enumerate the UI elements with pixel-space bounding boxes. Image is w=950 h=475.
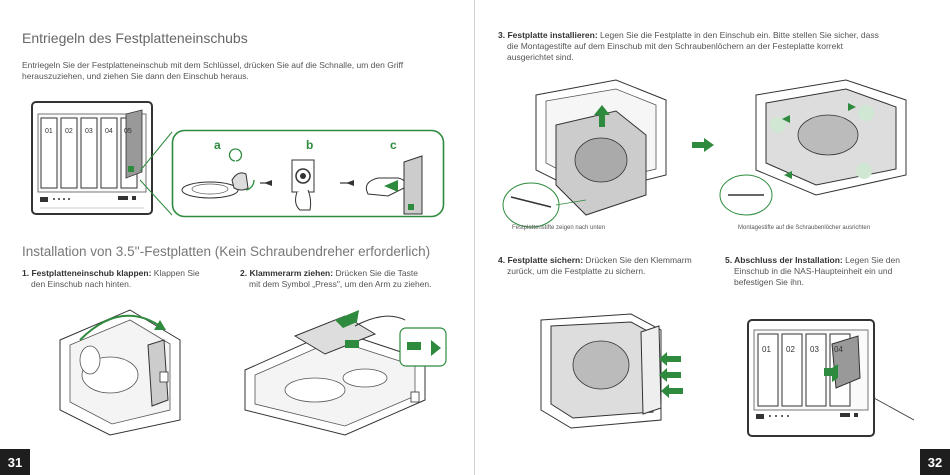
up-arrow-icon [594, 105, 610, 115]
bay-label-02: 02 [65, 128, 73, 135]
pull-handle-icon [365, 155, 423, 215]
step-c-label: c [390, 138, 397, 152]
page-title: Entriegeln des Festplatteneinschubs [22, 30, 248, 46]
step-a-label: a [214, 138, 221, 152]
step-2-label: 2. Klammerarm ziehen: [240, 268, 334, 278]
push-arrow-icon-2 [659, 368, 667, 382]
page-number: 31 [0, 449, 30, 475]
step-2-text-2: mit dem Symbol „Press", um den Arm zu zi… [249, 279, 432, 289]
bay-label-01: 01 [45, 128, 53, 135]
caption-pins-down: Festplattenstifte zeigen nach unten [512, 225, 606, 231]
step-3-label: 3. Festplatte installieren: [498, 30, 598, 40]
step-2: 2. Klammerarm ziehen: Drücken Sie die Ta… [240, 268, 465, 290]
press-button-icon [291, 159, 315, 211]
step-1-text-1: Klappen Sie [153, 268, 200, 278]
final-bay-label-01: 01 [762, 345, 771, 354]
step-4-heading: 4. Festplatte sichern: Drücken Sie den K… [498, 255, 692, 265]
page-31: Entriegeln des Festplatteneinschubs Entr… [0, 0, 474, 475]
step-2-heading: 2. Klammerarm ziehen: Drücken Sie die Ta… [240, 268, 418, 278]
step-5-label: 5. Abschluss der Installation: [725, 255, 843, 265]
flip-arrow-icon [154, 320, 166, 330]
bay-label-04: 04 [105, 128, 113, 135]
arrow-b-to-c [346, 180, 354, 186]
key-icon [181, 148, 255, 199]
clamp-arm-illustration [244, 310, 447, 436]
step-5-text-3: befestigen Sie ihn. [734, 277, 804, 287]
step-4: 4. Festplatte sichern: Drücken Sie den K… [498, 255, 708, 277]
page-number: 32 [920, 449, 950, 475]
final-bay-label-03: 03 [810, 345, 819, 354]
step-2-text-1: Drücken Sie die Taste [335, 268, 418, 278]
arrow-a-to-b [264, 180, 272, 186]
hdd-aligned-illustration [719, 79, 907, 216]
step-3: 3. Festplatte installieren: Legen Sie di… [498, 30, 928, 63]
callout-lines [139, 131, 173, 216]
section-title: Installation von 3.5''-Festplatten (Kein… [22, 244, 431, 259]
nas-unit-illustration: 01 02 03 04 05 [31, 101, 153, 215]
push-arrow-icon-1 [659, 352, 667, 366]
tray-flip-illustration [59, 309, 181, 436]
step-4-text-1: Drücken Sie den Klemmarm [585, 255, 692, 265]
final-bay-label-02: 02 [786, 345, 795, 354]
step-5-heading: 5. Abschluss der Installation: Legen Sie… [725, 255, 900, 265]
step-1-text-2: den Einschub nach hinten. [31, 279, 132, 289]
step-1-heading: 1. Festplatteneinschub klappen: Klappen … [22, 268, 200, 278]
step-1-label: 1. Festplatteneinschub klappen: [22, 268, 152, 278]
step-3-heading: 3. Festplatte installieren: Legen Sie di… [498, 30, 879, 40]
nas-drive-bays [40, 109, 143, 189]
step-5-text-2: Einschub in die NAS-Haupteinheit ein und [734, 266, 893, 276]
step-3-text-1: Legen Sie die Festplatte in den Einschub… [600, 30, 879, 40]
hdd-secure-illustration [540, 313, 683, 429]
intro-paragraph: Entriegeln Sie der Festplatteneinschub m… [22, 60, 462, 82]
step-3-text-3: ausgerichtet sind. [507, 52, 574, 62]
intro-line-1: Entriegeln Sie der Festplatteneinschub m… [22, 60, 404, 70]
step-1: 1. Festplatteneinschub klappen: Klappen … [22, 268, 222, 290]
caption-align-pins: Montagestifte auf die Schraubenlöcher au… [738, 225, 871, 231]
final-bay-label-04: 04 [834, 345, 843, 354]
page-32: 3. Festplatte installieren: Legen Sie di… [476, 0, 950, 475]
step-3-text-2: die Montagestifte auf dem Einschub mit d… [507, 41, 843, 51]
step-5: 5. Abschluss der Installation: Legen Sie… [725, 255, 935, 288]
transition-arrow-icon [692, 138, 714, 152]
page-divider [474, 0, 475, 475]
step-b-label: b [306, 138, 313, 152]
step-4-text-2: zurück, um die Festplatte zu sichern. [507, 266, 646, 276]
step-4-label: 4. Festplatte sichern: [498, 255, 584, 265]
unlock-steps-panel: a b c [171, 129, 445, 218]
push-arrow-icon-3 [661, 384, 669, 398]
bay-label-05: 05 [124, 128, 132, 135]
intro-line-2: herauszuziehen, und ziehen Sie dann den … [22, 71, 249, 81]
pull-arrow-icon [335, 310, 359, 328]
hdd-insertion-illustration [502, 79, 667, 228]
step-5-text-1: Legen Sie den [845, 255, 900, 265]
bay-label-03: 03 [85, 128, 93, 135]
nas-final-illustration: 01 02 03 04 [747, 319, 915, 437]
